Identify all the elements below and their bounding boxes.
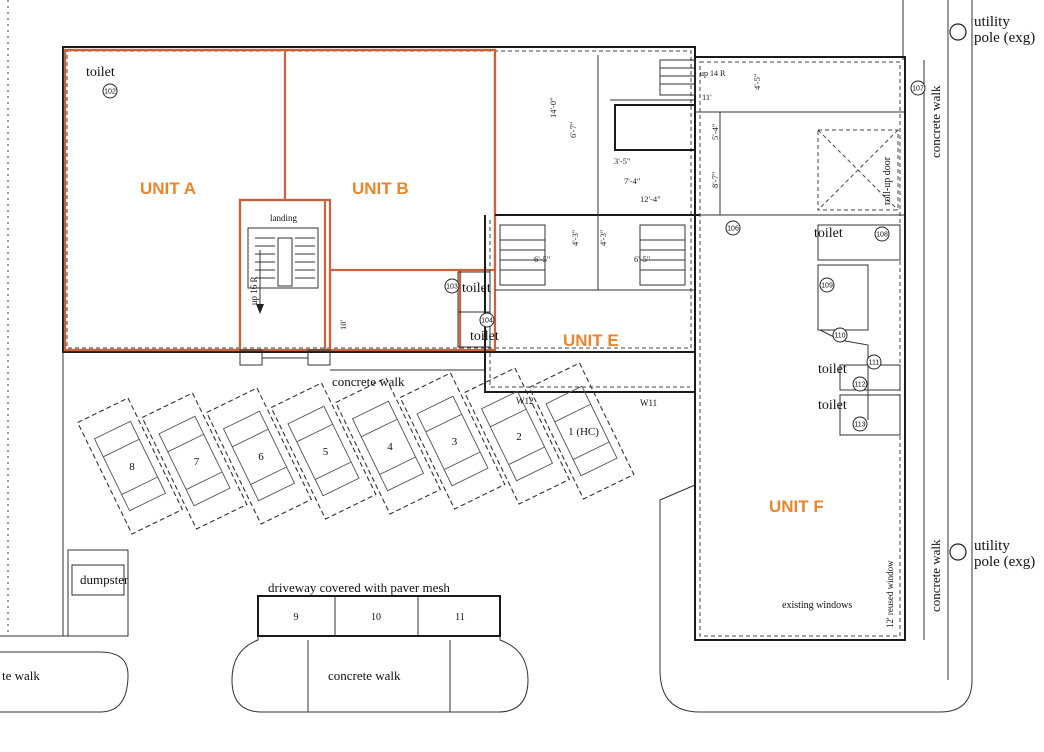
toilet-label-111: toilet (818, 362, 847, 377)
existing-windows-label: existing windows (782, 600, 852, 611)
room-tag-circle (832, 327, 848, 343)
concrete-walk-label-east-bottom: concrete walk (928, 539, 943, 612)
parking-stall-number: 7 (194, 456, 200, 468)
concrete-walk-label-driveway: concrete walk (328, 668, 401, 683)
unit-a-label: UNIT A (140, 179, 196, 198)
room-tag-circle (852, 376, 868, 392)
parking-stall-number: 6 (258, 451, 264, 463)
parking-stall-number: 5 (323, 446, 329, 458)
room-tag-number: 111 (869, 360, 880, 367)
concrete-walk-label-front: concrete walk (332, 374, 405, 389)
dim-4-3a: 4'-3" (570, 230, 580, 246)
stair-up-16r-label: up 16 R (249, 276, 259, 305)
parking-stall-number: 1 (HC) (568, 426, 599, 438)
dim-5-4: 5'-4" (710, 124, 720, 140)
room-tag-number: 110 (834, 333, 845, 340)
parking-stall-number: 2 (516, 431, 522, 443)
dim-3-5: 3'-5" (614, 156, 630, 166)
window-w12-label: W12 (516, 396, 534, 406)
room-tag-circle (852, 416, 868, 432)
landing-label: landing (270, 213, 297, 223)
site-walks (62, 23, 967, 713)
room-tag-number: 108 (876, 232, 888, 239)
room-tag-circle (910, 80, 926, 96)
window-w11-label: W11 (640, 398, 657, 408)
room-tag-circle (479, 312, 495, 328)
parking-stall-number: 4 (387, 441, 393, 453)
room-tag-number: 113 (854, 422, 865, 429)
toilet-label-108: toilet (814, 226, 843, 241)
driveway-space-number: 9 (294, 612, 299, 623)
driveway-space-number: 10 (371, 612, 381, 623)
dimension-strings: 14'-0" 6'-7" 3'-5" 7'-4" 12'-4" 5'-4" 8'… (338, 74, 762, 330)
dim-4-5: 4'-5" (752, 74, 762, 90)
room-tag-circle (866, 354, 882, 370)
room-tags: 102 103 104 106 107 108 109 110 111 112 113 (102, 80, 926, 432)
dim-6-5a: 6'-5" (534, 254, 550, 264)
dim-6-5b: 6'-5" (634, 254, 650, 264)
unit-b-label: UNIT B (352, 179, 409, 198)
dim-12-4: 12'-4" (640, 194, 661, 204)
dim-8-7: 8'-7" (710, 172, 720, 188)
reused-window-label: 12' reused window (885, 560, 895, 628)
dim-4-3b: 4'-3" (598, 230, 608, 246)
driveway-label: driveway covered with paver mesh (268, 580, 450, 595)
stair-up-14r-label: up 14 R (700, 69, 726, 78)
dim-6-7: 6'-7" (568, 122, 578, 138)
parking-stall-number: 3 (452, 436, 458, 448)
dim-14-0: 14'-0" (548, 97, 558, 118)
dumpster-label: dumpster (80, 572, 129, 587)
room-tag-number: 109 (821, 283, 833, 290)
room-tag-circle (102, 83, 118, 99)
unit-f-label: UNIT F (769, 497, 824, 516)
roll-up-door-label: roll-up door (882, 156, 893, 205)
room-tag-circle (819, 277, 835, 293)
toilet-label-103: toilet (462, 281, 491, 296)
utility-pole-bottom-line1: utility (974, 538, 1010, 554)
dim-7-4: 7'-4" (624, 176, 640, 186)
utility-pole-top-line2: pole (exg) (974, 30, 1035, 46)
concrete-walk-label-east-top: concrete walk (928, 85, 943, 158)
driveway-space-number: 11 (455, 612, 465, 623)
room-tag-number: 112 (854, 382, 865, 389)
plan-labels: toilet toilet toilet toilet toilet toile… (2, 14, 1035, 683)
room-tag-number: 106 (727, 226, 739, 233)
unit-e-label: UNIT E (563, 331, 619, 350)
room-tag-circle (874, 226, 890, 242)
dim-11: 11' (702, 92, 712, 102)
room-tag-number: 102 (104, 89, 116, 96)
room-tag-number: 107 (912, 86, 924, 93)
dim-10: 10' (338, 320, 348, 331)
room-tag-circle (725, 220, 741, 236)
utility-pole-top-line1: utility (974, 14, 1010, 30)
parking-stall-number: 8 (129, 461, 135, 473)
room-tag-circle (444, 278, 460, 294)
room-tag-number: 103 (446, 284, 458, 291)
building-walls (62, 46, 906, 641)
room-tag-number: 104 (481, 318, 493, 325)
utility-pole-bottom-line2: pole (exg) (974, 554, 1035, 570)
toilet-label-113: toilet (818, 398, 847, 413)
toilet-label-104: toilet (470, 329, 499, 344)
te-walk-label: te walk (2, 668, 40, 683)
toilet-label-a: toilet (86, 65, 115, 80)
